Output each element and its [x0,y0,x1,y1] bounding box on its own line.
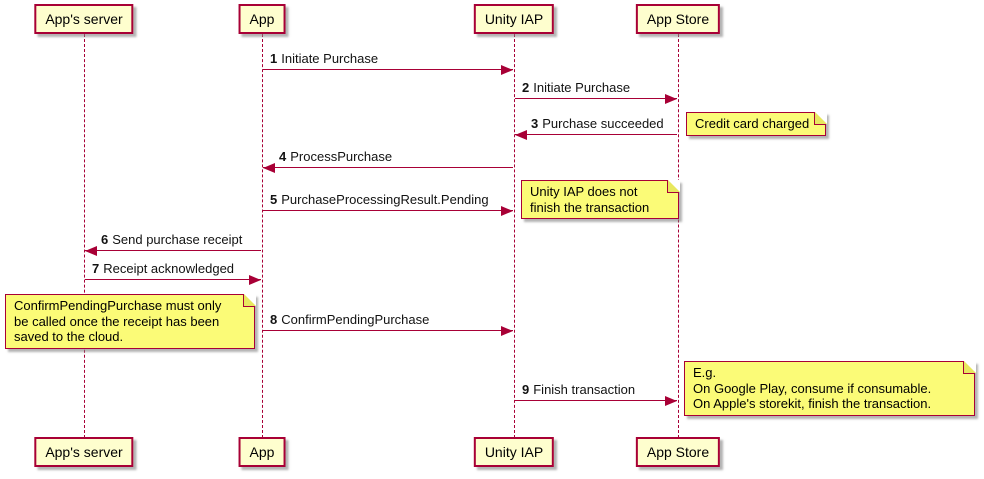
participant-bottom-app: App [238,437,286,467]
message-text: ConfirmPendingPurchase [281,312,430,327]
participant-top-store: App Store [635,4,721,34]
arrowhead-icon-9 [665,396,677,406]
note-text-line: finish the transaction [530,199,650,215]
note-text-line: be called once the receipt has been [14,313,220,329]
message-text: Initiate Purchase [281,51,379,66]
note-text-line: E.g. [693,365,717,380]
arrowhead-icon-7 [249,275,261,285]
note-text-line: Unity IAP does not [530,184,638,199]
message-text: Receipt acknowledged [103,261,235,276]
lifeline-server [84,34,85,438]
arrowhead-icon-4 [263,163,275,173]
arrowhead-icon-2 [665,94,677,104]
arrowhead-icon-5 [501,206,513,216]
message-text: Purchase succeeded [542,116,664,131]
message-text: PurchaseProcessingResult.Pending [281,192,489,207]
participant-bottom-server: App's server [34,437,134,467]
arrowhead-icon-1 [501,65,513,75]
message-line-7 [85,279,261,280]
message-number: 8 [270,312,278,327]
note-fold-corner-icon [814,111,827,124]
note-text-line: On Google Play, consume if consumable. [693,380,932,396]
arrowhead-icon-6 [85,246,97,256]
note-text-line: saved to the cloud. [14,329,124,344]
message-line-1 [263,69,513,70]
note-text-line: On Apple's storekit, finish the transact… [693,396,932,411]
note-fold-corner-icon [667,179,680,192]
message-number: 6 [101,232,109,247]
message-text: Initiate Purchase [533,80,631,95]
participant-top-server: App's server [34,4,134,34]
message-text: ProcessPurchase [290,149,393,164]
message-number: 9 [522,382,530,397]
participant-top-unity: Unity IAP [473,4,555,34]
message-number: 5 [270,192,278,207]
lifeline-unity [514,34,515,438]
note-fold-corner-icon [243,293,256,306]
participant-bottom-store: App Store [635,437,721,467]
lifeline-app [262,34,263,438]
message-line-8 [263,330,513,331]
participant-top-app: App [238,4,286,34]
arrowhead-icon-3 [515,130,527,140]
message-number: 3 [531,116,539,131]
message-number: 7 [92,261,100,276]
message-text: Send purchase receipt [112,232,243,247]
message-text: Finish transaction [533,382,636,397]
note-finish-transaction-examples: E.g.On Google Play, consume if consumabl… [684,360,976,416]
message-number: 1 [270,51,278,66]
message-number: 2 [522,80,530,95]
message-line-6 [85,250,261,251]
message-line-4 [263,167,513,168]
message-number: 4 [279,149,287,164]
lifeline-store [678,34,679,438]
message-line-9 [515,400,677,401]
arrowhead-icon-8 [501,326,513,336]
message-line-3 [515,134,677,135]
message-line-2 [515,98,677,99]
note-fold-corner-icon [963,360,976,373]
note-text-line: ConfirmPendingPurchase must only [14,298,222,313]
message-line-5 [263,210,513,211]
note-credit-card-charged: Credit card charged [686,111,827,136]
participant-bottom-unity: Unity IAP [473,437,555,467]
note-text-line: Credit card charged [695,116,810,131]
